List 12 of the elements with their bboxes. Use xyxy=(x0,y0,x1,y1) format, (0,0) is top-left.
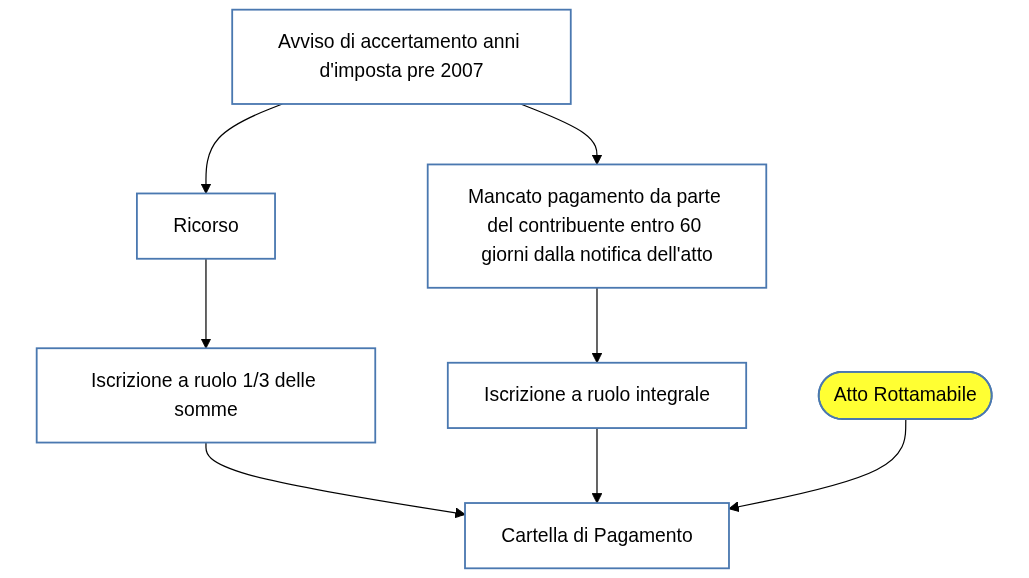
node-box: Iscrizione a ruolo 1/3 delle somme xyxy=(36,347,377,444)
node-box: Iscrizione a ruolo integrale xyxy=(447,361,748,429)
arrow xyxy=(205,441,466,519)
node-box: Mancato pagamento da parte del contribuente entro 60 giorni dalla notifica dell'atto xyxy=(427,163,768,289)
node-box: Ricorso xyxy=(136,192,277,260)
arrow xyxy=(592,287,603,364)
arrow xyxy=(728,418,907,512)
node-box: Avviso di accertamento anni d'imposta pre 2007 xyxy=(231,8,572,105)
arrow xyxy=(520,103,603,165)
node-box: Cartella di Pagamento xyxy=(464,502,731,570)
arrow xyxy=(592,427,603,504)
arrow xyxy=(201,258,212,349)
